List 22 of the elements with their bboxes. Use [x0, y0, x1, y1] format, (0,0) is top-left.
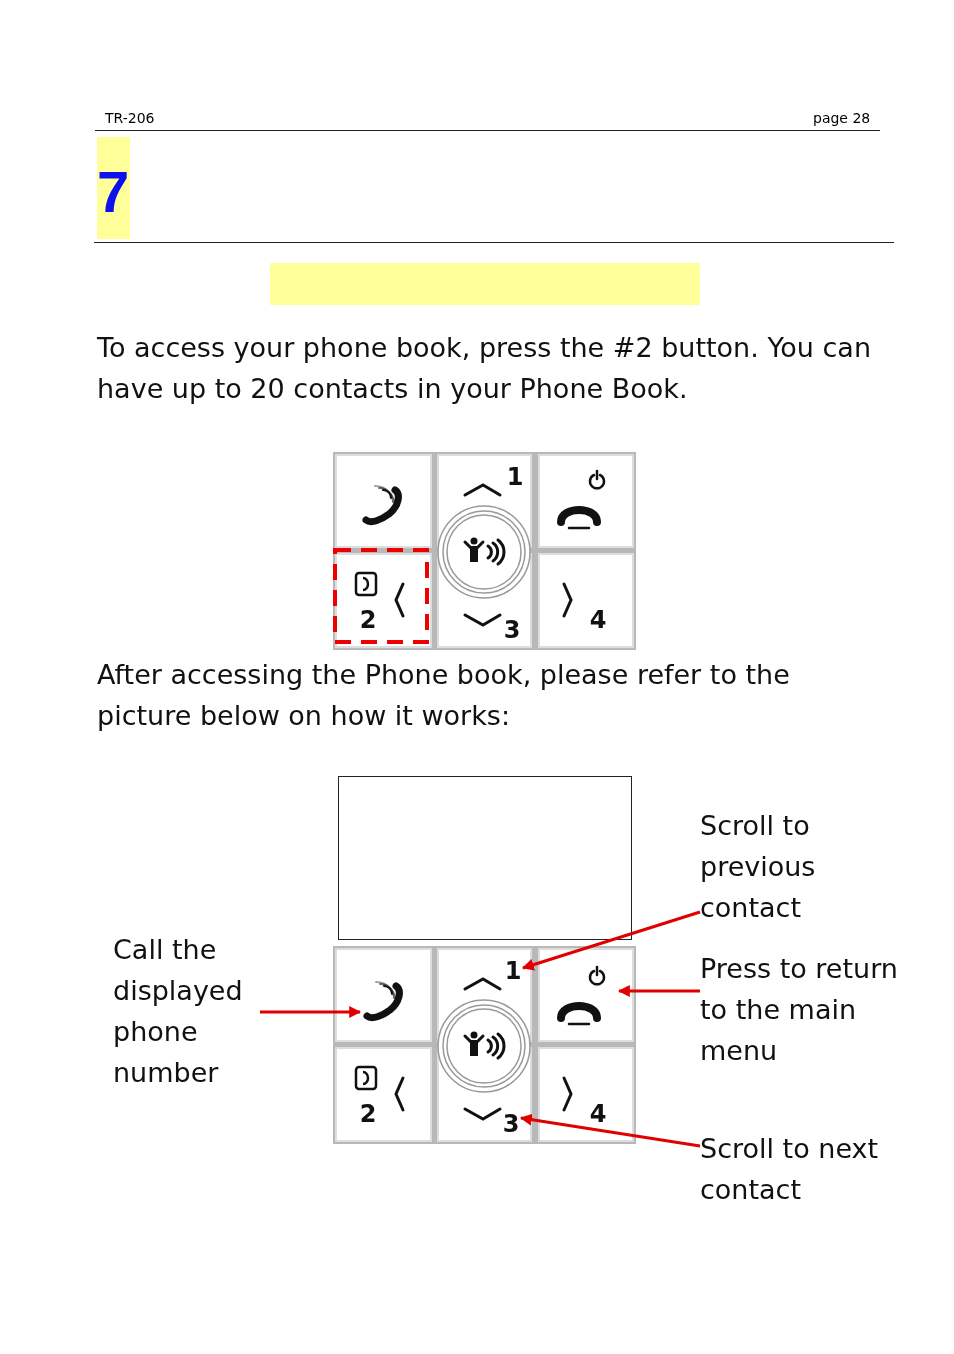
- paragraph: To access your phone book, press the #2 button. You can have up to 20 contacts in your Phone Book.: [97, 331, 872, 406]
- arrow: [519, 1113, 701, 1148]
- key-digit: 2: [358, 607, 378, 633]
- chapter-number: 7: [97, 137, 130, 239]
- key-digit: 3: [502, 617, 522, 643]
- key-digit: 4: [588, 1101, 608, 1127]
- key-digit: 1: [505, 464, 525, 490]
- screen-outline: [338, 776, 632, 940]
- arrow: [521, 910, 701, 971]
- callout-text: Scroll to previous contact: [700, 805, 922, 928]
- key-digit: 1: [503, 958, 523, 984]
- key-digit: 3: [501, 1111, 521, 1137]
- callout-text: Scroll to next contact: [700, 1128, 900, 1210]
- callout-text: Call the displayed phone number: [113, 929, 260, 1093]
- key-digit: 2: [358, 1101, 378, 1127]
- arrow: [260, 1006, 362, 1018]
- arrow: [617, 985, 700, 997]
- header-text: TR-206: [105, 110, 155, 126]
- callout-text: Press to return to the main menu: [700, 948, 912, 1071]
- key-digit: 4: [588, 607, 608, 633]
- paragraph: After accessing the Phone book, please refer to the picture below on how it works:: [97, 658, 791, 733]
- page-number: page 28: [813, 110, 871, 126]
